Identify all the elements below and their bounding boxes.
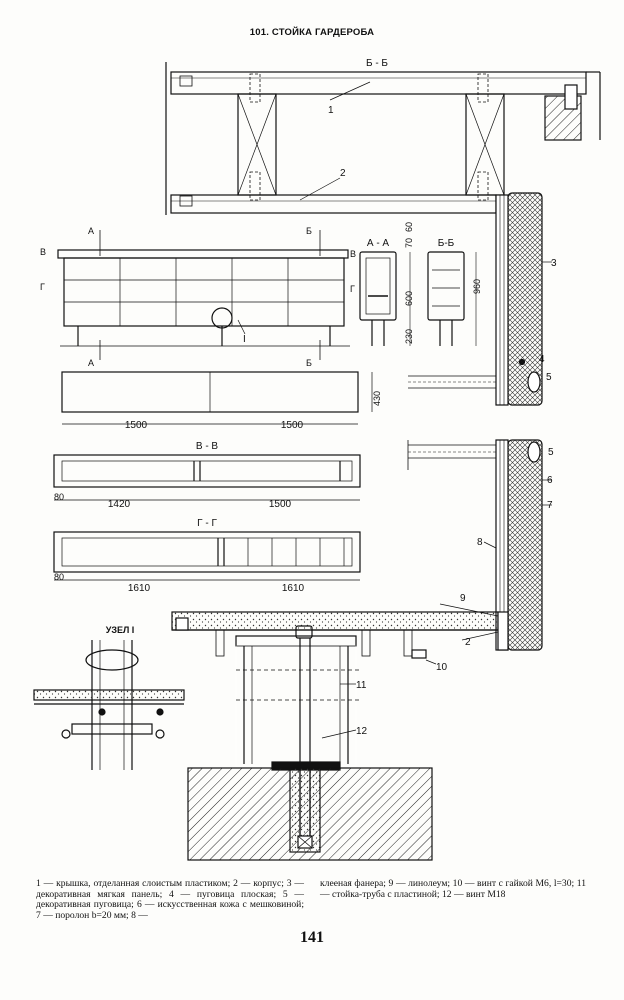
frame-post-right xyxy=(465,93,505,196)
dim-60: 60 xyxy=(404,222,414,232)
dim-600: 600 xyxy=(404,291,414,306)
callout-10: 10 xyxy=(436,662,448,673)
dim-vv-right: 1500 xyxy=(269,499,292,510)
dim-gg-offset: 80 xyxy=(54,572,64,582)
dim-gg-left: 1610 xyxy=(128,583,151,594)
plan-view xyxy=(61,371,373,425)
callout-5a: 5 xyxy=(546,372,552,383)
dim-960: 960 xyxy=(472,279,482,294)
callout-7: 7 xyxy=(547,500,553,511)
callout-12: 12 xyxy=(356,726,368,737)
legend-left-column: 1 — крышка, отделанная слоистым пластико… xyxy=(36,878,304,921)
node-ref-circle xyxy=(211,307,233,329)
frame-post-left xyxy=(237,93,277,196)
dim-230: 230 xyxy=(404,329,414,344)
dim-plan-left: 1500 xyxy=(125,420,148,431)
flat-button xyxy=(518,358,526,366)
lower-rail xyxy=(170,194,497,214)
section-label-gg: Г - Г xyxy=(197,518,217,529)
section-vv xyxy=(53,454,361,501)
dim-vv-left: 1420 xyxy=(108,499,131,510)
callout-1: 1 xyxy=(328,105,334,116)
top-cover xyxy=(170,71,587,95)
page-title: 101. СТОЙКА ГАРДЕРОБА xyxy=(249,27,375,38)
section-label-vv: В - В xyxy=(196,441,219,452)
callout-2: 2 xyxy=(340,168,346,179)
section-label-bb-small: Б-Б xyxy=(438,238,455,249)
callout-5b: 5 xyxy=(548,447,554,458)
cut-a-bottom: А xyxy=(88,358,94,368)
callout-6: 6 xyxy=(547,475,553,486)
cut-a-top: А xyxy=(88,226,94,236)
section-label-aa: А - А xyxy=(367,238,390,249)
front-elevation xyxy=(57,230,350,360)
callout-3: 3 xyxy=(551,258,557,269)
section-bb-small xyxy=(409,251,477,346)
callout-11: 11 xyxy=(356,680,367,691)
node-detail xyxy=(33,640,185,770)
cut-g-right: Г xyxy=(350,284,355,294)
node-label: УЗЕЛ I xyxy=(106,625,135,635)
node-ref-label: I xyxy=(243,334,246,345)
dim-vv-offset: 80 xyxy=(54,492,64,502)
decorative-button xyxy=(527,371,541,393)
callout-9: 9 xyxy=(460,593,466,604)
dim-plan-right: 1500 xyxy=(281,420,304,431)
section-gg xyxy=(53,531,361,581)
legend-right-column: клееная фанера; 9 — линолеум; 10 — винт … xyxy=(320,878,586,900)
cut-v-right: В xyxy=(350,249,356,259)
cut-b-bottom: Б xyxy=(306,358,312,368)
soft-panel-lower xyxy=(407,439,552,651)
section-bb-top xyxy=(165,62,601,215)
callout-4: 4 xyxy=(539,354,545,365)
dim-gg-right: 1610 xyxy=(282,583,305,594)
dim-70: 70 xyxy=(404,238,414,248)
callout-2b: 2 xyxy=(465,637,471,648)
cut-g-left: Г xyxy=(40,282,45,292)
callout-8: 8 xyxy=(477,537,483,548)
cut-v-left: В xyxy=(40,247,46,257)
dim-430: 430 xyxy=(372,391,382,406)
section-label-bb-top: Б - Б xyxy=(366,58,388,69)
bench-top-section xyxy=(171,603,509,861)
cut-b-top: Б xyxy=(306,226,312,236)
page-number: 141 xyxy=(300,929,324,946)
section-aa xyxy=(359,251,397,346)
soft-panel-upper xyxy=(408,192,552,406)
